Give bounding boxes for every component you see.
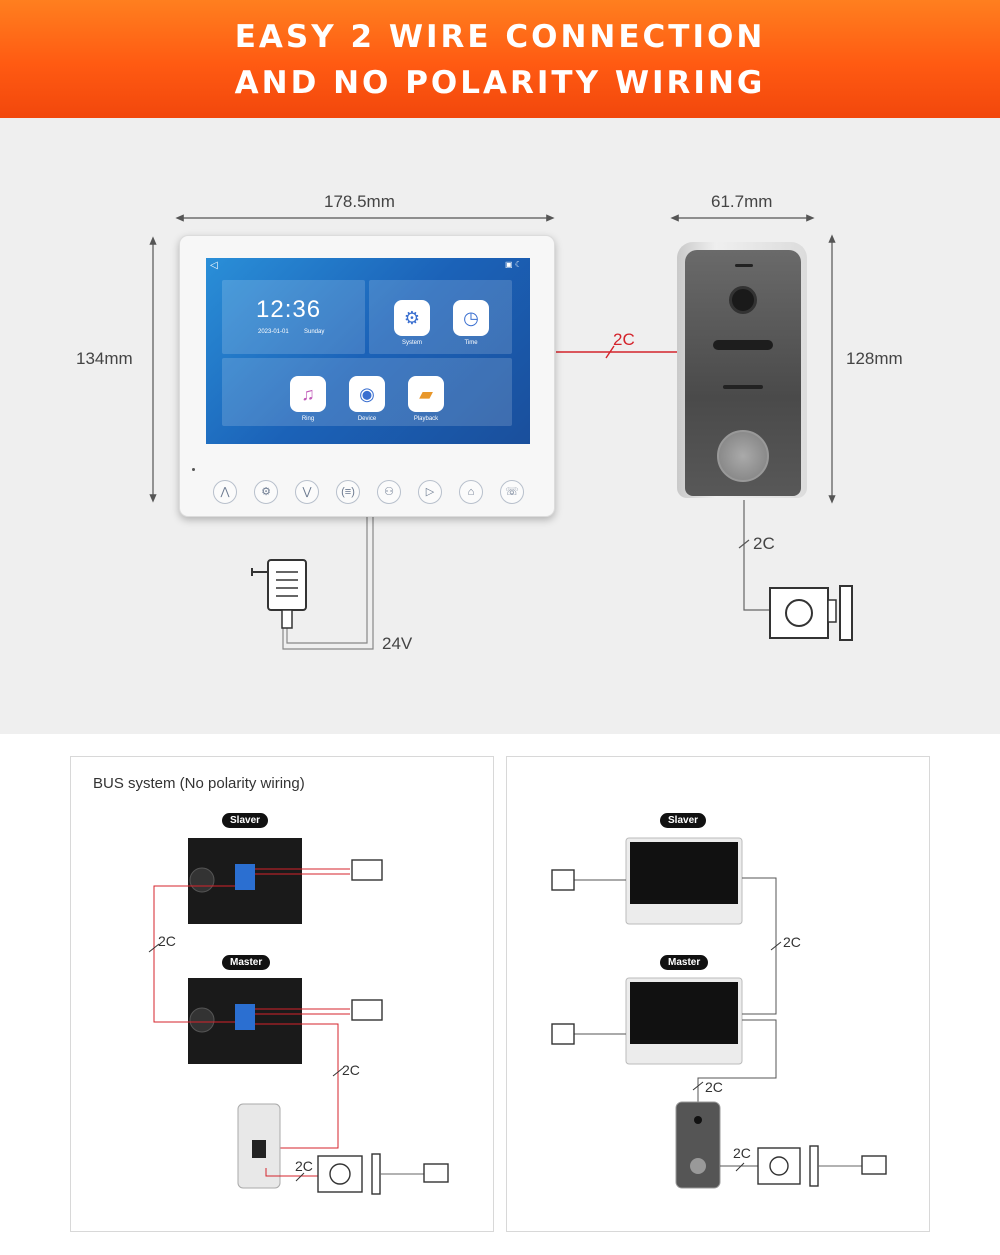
speaker-slot [735,264,753,267]
wire-tick [738,539,750,549]
bus-wiring-diagram [148,838,449,1195]
monitor-height-label: 134mm [76,349,133,368]
monitors-wire-label: 2C [783,934,801,950]
doorbell-lock-wire-label: 2C [753,534,775,553]
monitor-screen: ◁ ▣ ☾ 12:36 2023-01-01 Sunday ⚙ System ◷… [206,258,530,444]
doorbell-width-label: 61.7mm [711,192,773,211]
camera-icon[interactable]: ◉ [349,376,385,412]
down-arrow-icon[interactable]: ⋁ [295,480,319,504]
hangup-icon[interactable]: ☏ [500,480,524,504]
mic-slot [723,385,763,389]
call-button[interactable] [717,430,769,482]
wire-tick [605,345,615,359]
power-wire [286,517,368,644]
clock-panel [222,280,365,354]
status-icons: ▣ ☾ [505,260,522,269]
card-title: BUS system (No polarity wiring) [93,775,305,792]
power-adapter-icon [251,559,307,629]
app-label-ring: Ring [301,416,315,422]
master-badge: Master [222,955,271,970]
doorbell-lock-wire-label: 2C [733,1145,751,1161]
camera-lens-icon [729,286,757,314]
clock-time: 12:36 [256,296,322,323]
contacts-icon[interactable]: ⚇ [377,480,401,504]
clock-weekday: Sunday [304,329,325,335]
master-doorbell-wire-label: 2C [342,1062,360,1078]
doorbell-lock-wire-label: 2C [295,1158,313,1174]
back-icon[interactable]: ◁ [210,260,218,271]
clock-icon[interactable]: ◷ [453,300,489,336]
settings-icon[interactable]: ⚙ [254,480,278,504]
banner-title-line-1: EASY 2 WIRE CONNECTION [234,19,766,55]
dimension-and-wire-lines [149,214,853,650]
slaver-badge: Slaver [660,813,707,828]
master-badge: Master [660,955,709,970]
intercom-icon[interactable]: (≡) [336,480,360,504]
monitor-doorbell-wire-label: 2C [613,330,635,349]
unlock-icon[interactable]: ⌂ [459,480,483,504]
ir-led-strip [713,340,773,350]
clock-date: 2023-01-01 [258,329,289,335]
two-monitor-wiring-diagram [551,837,887,1189]
header-banner: EASY 2 WIRE CONNECTION AND NO POLARITY W… [0,0,1000,118]
doorbell-lock-wire [743,500,772,611]
indoor-monitor: ◁ ▣ ☾ 12:36 2023-01-01 Sunday ⚙ System ◷… [179,235,555,517]
bus-wire-label: 2C [158,933,176,949]
master-doorbell-wire-label: 2C [705,1079,723,1095]
outdoor-doorbell [677,242,807,498]
power-voltage-label: 24V [382,634,413,653]
up-arrow-icon[interactable]: ⋀ [213,480,237,504]
gear-icon[interactable]: ⚙ [394,300,430,336]
electric-lock-icon [769,585,853,641]
app-label-playback: Playback [413,416,439,422]
folder-icon[interactable]: ▰ [408,376,444,412]
slaver-badge: Slaver [222,813,269,828]
app-label-time: Time [464,340,478,346]
app-label-device: Device [357,416,377,422]
indicator-led [192,468,195,471]
doorbell-height-label: 128mm [846,349,903,368]
doorbell-faceplate [685,250,801,496]
banner-title-line-2: AND NO POLARITY WIRING [234,65,766,101]
music-note-icon[interactable]: ♫ [290,376,326,412]
playback-icon[interactable]: ▷ [418,480,442,504]
app-label-system: System [401,340,422,346]
monitor-width-label: 178.5mm [324,192,395,211]
